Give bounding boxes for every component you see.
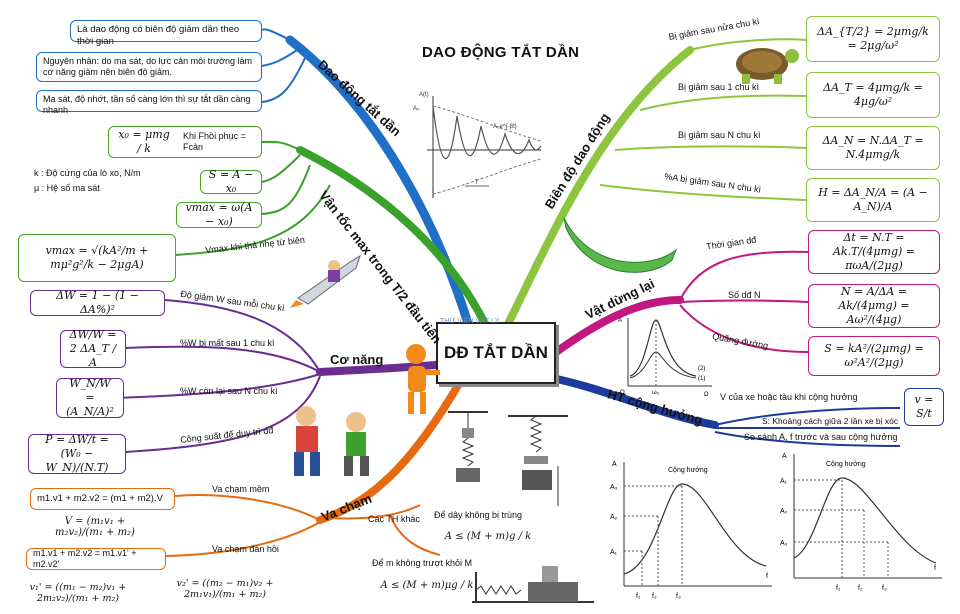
co-nang-formula-1: ΔW = 1 − (1 − ΔA%)²	[30, 289, 165, 316]
vmax-release-formula: vmax = √(kA²/m + mμ²g²/k − 2μgA)	[18, 234, 176, 282]
rl-xtick-3: f₃	[676, 593, 681, 600]
rr-ytick-2: A₂	[780, 508, 788, 515]
vat-dung-lai-formula-2: N = A/ΔA = Ak/(4μmg) = Aω²/(4μg)	[808, 284, 940, 328]
ht-label-1: V của xe hoặc tàu khi cộng hưởng	[720, 392, 858, 402]
co-nang-formula-4: P = ΔW/t = (W₀ − W_N)/(N.T)	[28, 433, 126, 474]
rl-xtick-2: f₂	[652, 593, 657, 600]
vat-dung-lai-formula-1: Δt = N.T = Ak.T/(4μmg) = πωA/(2μg)	[808, 230, 940, 274]
rr-xtick-2: f₂	[858, 585, 863, 592]
note-cause: Nguyên nhân: do ma sát, do lực cản môi t…	[36, 52, 262, 82]
spring-illustration	[448, 411, 568, 506]
running-people-illustration	[294, 406, 369, 476]
rl-axis-x: f	[766, 573, 768, 580]
turtle-illustration	[736, 48, 799, 84]
vat-dung-lai-label-2: Số dđ N	[728, 290, 761, 300]
bien-do-formula-2: ΔA_T = 4μmg/k = 4μg/ω²	[806, 72, 940, 118]
rl-xtick-1: f₁	[636, 593, 641, 600]
resonance-small-graph: A O ω₀ Ω (1) (2)	[618, 318, 712, 398]
vat-dung-lai-formula-3: S = kA²/(2μmg) = ω²A²/(2μg)	[808, 336, 940, 376]
rr-title: Cộng hưởng	[826, 460, 866, 468]
va-cham-mem-V: V = (m₁v₁ + m₂v₂)/(m₁ + m₂)	[55, 516, 135, 538]
va-cham-mem-label: Va chạm mềm	[212, 484, 270, 494]
rl-ytick-1: A₃	[610, 484, 618, 491]
hammock-illustration	[563, 217, 678, 273]
k-note: k : Độ cứng của lò xo, N/m	[34, 168, 141, 178]
bien-do-formula-1: ΔA_{T/2} = 2μmg/k = 2μg/ω²	[806, 16, 940, 62]
bien-do-label-3: Bị giảm sau N chu kì	[678, 130, 761, 140]
branch-label-co-nang: Cơ năng	[330, 352, 384, 367]
rl-title: Cộng hưởng	[668, 466, 708, 474]
vmax-formula: vmax = ω(A − x₀)	[176, 201, 262, 228]
day-formula: A ≤ (M + m)g / k	[444, 530, 532, 542]
rs-label-w0: ω₀	[652, 390, 660, 396]
co-nang-label-3: %W còn lại sau N chu kì	[180, 386, 278, 396]
rs-label-2: (2)	[698, 366, 705, 372]
pointer-figure-illustration	[406, 344, 440, 414]
co-nang-formula-3: W_N/W = (A_N/A)²	[56, 377, 124, 418]
th-khac-label: Các TH khác	[368, 514, 420, 524]
mu-note: μ : Hệ số ma sát	[34, 183, 100, 193]
bien-do-label-2: Bị giảm sau 1 chu kì	[678, 82, 760, 92]
va-cham-dan-hoi-label: Va chạm đàn hồi	[212, 544, 279, 554]
va-cham-mem-formula: m1.v1 + m2.v2 = (m1 + m2).V	[30, 488, 175, 510]
rr-ytick-3: A₃	[780, 540, 788, 547]
x0-formula: x₀ = μmg / k	[118, 128, 170, 155]
rs-label-1: (1)	[698, 376, 705, 382]
damped-graph: A(t) A₀ A₀e^{-βt} T	[413, 92, 542, 198]
x0-condition: Khi Fhồi phục = Fcản	[183, 130, 246, 152]
block-on-block-illustration	[472, 566, 594, 603]
ht-v-formula: v = S/t	[904, 388, 944, 426]
note-definition: Là dao động có biên độ giảm dần theo thờ…	[70, 20, 262, 47]
rs-label-a: A	[618, 318, 622, 324]
central-topic: DĐ TẮT DẦN	[436, 322, 556, 384]
co-nang-label-2: %W bị mất sau 1 chu kì	[180, 338, 275, 348]
rr-axis-y: A	[782, 453, 787, 460]
rl-ytick-2: A₂	[610, 514, 618, 521]
damped-T-label: T	[475, 180, 479, 186]
rr-xtick-1: f₁	[836, 585, 841, 592]
rr-xtick-3: f₃	[882, 585, 887, 592]
resonance-right-graph: Cộng hưởng A f A₁ A₂ A₃ f₁ f₂ f₃	[780, 453, 942, 592]
x0-box: x₀ = μmg / k Khi Fhồi phục = Fcản	[108, 126, 262, 158]
note-factors: Ma sát, độ nhớt, tần số càng lớn thì sự …	[36, 90, 262, 115]
rl-axis-y: A	[612, 461, 617, 468]
ht-label-2: S: Khoảng cách giữa 2 lần xe bị xóc	[762, 416, 899, 426]
page-title: DAO ĐỘNG TẮT DẦN	[422, 44, 580, 61]
damped-axis-label: A(t)	[419, 92, 429, 98]
rr-ytick-1: A₁	[780, 478, 788, 485]
v1-prime-formula: v₁' = ((m₁ − m₂)v₁ + 2m₂v₂)/(m₁ + m₂)	[29, 582, 127, 604]
ht-label-3: So sánh A, f trước và sau cộng hưởng	[744, 432, 898, 442]
va-cham-dan-hoi-formula: m1.v1 + m2.v2 = m1.v1' + m2.v2'	[26, 548, 166, 570]
bien-do-formula-3: ΔA_N = N.ΔA_T = N.4μmg/k	[806, 126, 940, 170]
S-formula: S = A − x₀	[200, 168, 262, 195]
rs-label-omega: Ω	[704, 392, 709, 398]
bien-do-formula-4: H = ΔA_N/A = (A − A_N)/A	[806, 178, 940, 222]
rocket-rider-illustration	[290, 254, 361, 308]
day-label: Để dây không bị trùng	[434, 510, 523, 520]
m-label: Để m không trượt khỏi M	[372, 558, 472, 568]
damped-env-label: A₀e^{-βt}	[493, 124, 517, 130]
rr-axis-x: f	[934, 565, 936, 572]
watermark: THƯ VIỆN VẬT LÝ	[440, 318, 500, 325]
co-nang-formula-2: ΔW/W = 2 ΔA_T / A	[60, 328, 126, 369]
damped-a0-label: A₀	[413, 106, 420, 112]
m-formula: A ≤ (M + m)μg / k	[380, 579, 474, 591]
v2-prime-formula: v₂' = ((m₂ − m₁)v₂ + 2m₁v₁)/(m₁ + m₂)	[176, 578, 274, 600]
resonance-left-graph: Cộng hưởng A f A₃ A₂ A₁ f₁ f₂ f₃	[610, 461, 772, 600]
rl-ytick-3: A₁	[610, 549, 618, 556]
rs-label-o: O	[620, 390, 625, 396]
